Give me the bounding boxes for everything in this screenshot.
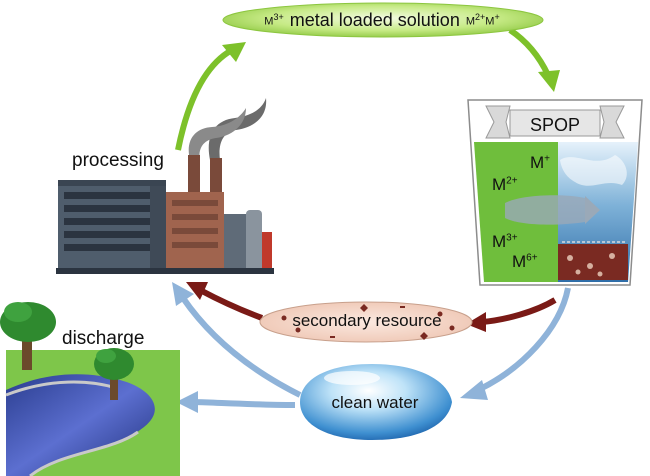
processing-label: processing [72,150,164,171]
clean-water-drop [300,364,452,440]
top-ion-left-symbol: M [264,15,274,28]
metal-solution-label-row: M3+ metal loaded solution M2+M+ [232,6,532,34]
top-ion-left-charge: 3+ [273,12,284,23]
spop-label: SPOP [529,115,581,135]
arrow-clean-water-to-processing [172,282,302,398]
secondary-particles [281,304,455,340]
spop-ion-m-6plus: M6+ [512,252,538,271]
top-ion-right-1-symbol: M [465,15,476,28]
secondary-resource-label: secondary resource [292,311,442,330]
spop-ion-m-2plus: M2+ [492,175,518,194]
metal-solution-label: metal loaded solution [289,9,460,30]
top-ion-right: M2+M+ [466,12,500,28]
arrow-secondary-to-processing [186,282,264,321]
arrow-solution-to-spop [508,27,560,92]
spop-ion-m-plus: M+ [530,153,551,172]
secondary-resource-node [259,301,473,343]
clean-water-label: clean water [331,393,419,412]
arrow-spop-to-clean-water [460,287,571,400]
top-ion-left: M3+ [264,12,283,28]
metal-solution-node [222,2,544,38]
factory-illustration [56,98,274,274]
spop-container [467,99,643,286]
top-ion-right-1-charge: 2+ [475,12,486,23]
spop-ion-m-3plus: M3+ [492,232,518,251]
discharge-label: discharge [62,328,145,349]
arrow-spop-to-secondary [466,297,557,332]
top-ion-right-2-symbol: M [485,15,495,28]
arrow-processing-to-solution [175,42,246,151]
top-ion-right-2-charge: + [494,12,500,23]
river-landscape [0,302,180,476]
arrow-clean-water-to-discharge [176,391,296,413]
